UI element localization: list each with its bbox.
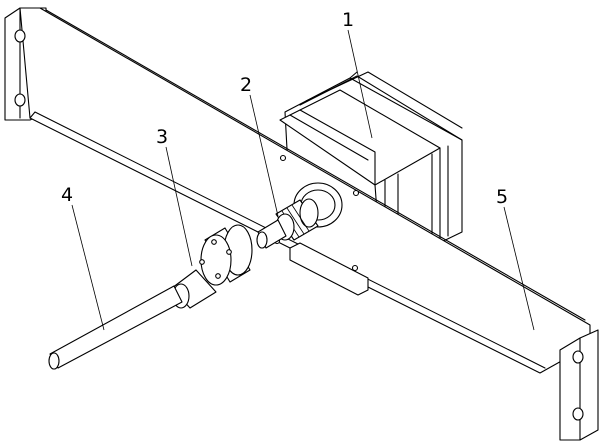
bracket-hole <box>14 29 26 43</box>
leader-lines <box>71 29 535 331</box>
label-1: 1 <box>342 9 354 31</box>
label-4: 4 <box>61 184 73 206</box>
plate-screw <box>351 264 359 272</box>
plate-screw <box>352 189 360 197</box>
plate-screw <box>279 154 287 162</box>
bracket-hole <box>572 407 584 421</box>
bracket-hole <box>572 350 584 364</box>
lead-screw <box>48 285 183 370</box>
label-5: 5 <box>496 186 508 208</box>
coupling <box>256 198 319 249</box>
label-2: 2 <box>240 74 252 96</box>
flange-nut <box>171 224 253 309</box>
bracket-hole <box>14 93 26 107</box>
label-3: 3 <box>156 126 168 148</box>
